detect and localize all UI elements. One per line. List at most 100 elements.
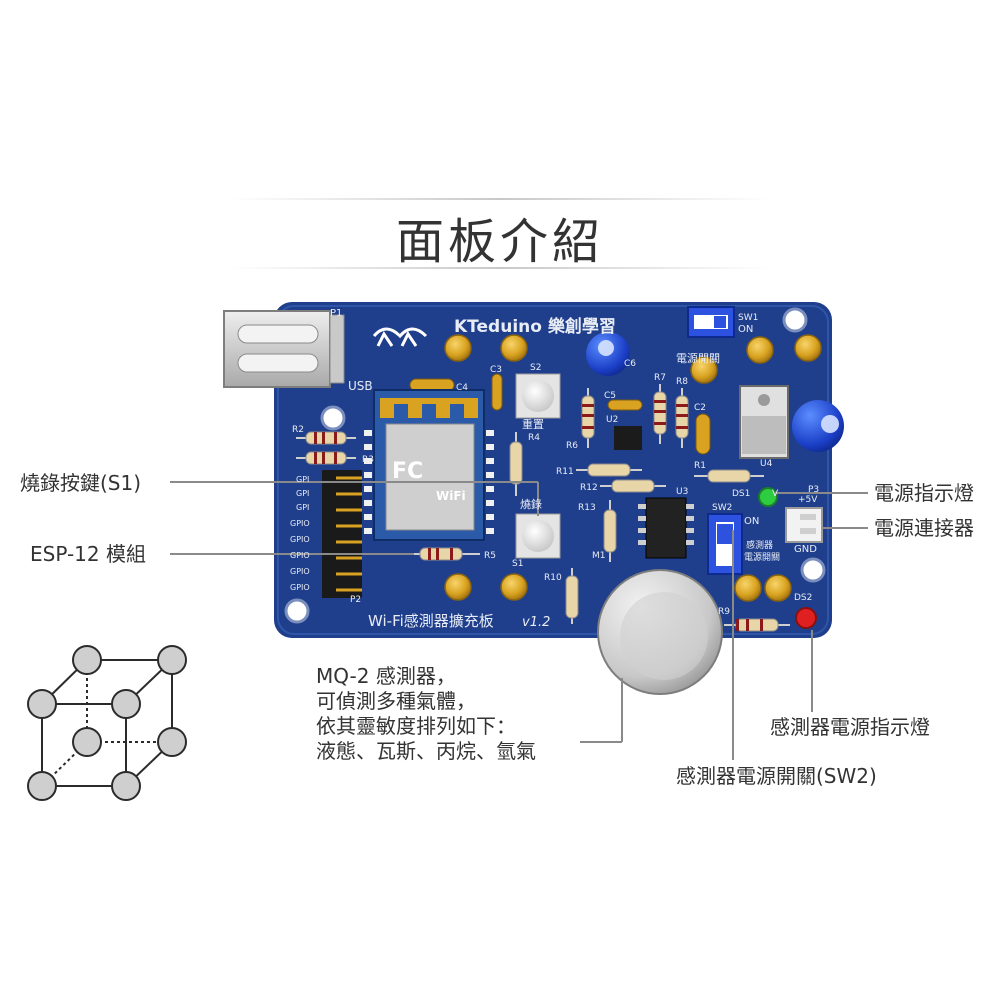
esp12-module [364,389,494,541]
resistor-r12 [600,479,666,493]
silk-gpio-5: GPIO [290,583,310,592]
power-led-ds1 [758,487,778,507]
silk-m1: M1 [592,551,606,561]
silk-r2: R2 [292,425,304,435]
callout-power-connector: 電源連接器 [874,516,974,540]
silk-v: V [772,489,779,499]
title-rule-bottom [230,267,770,269]
mq2-line-1: MQ-2 感測器， [316,664,456,688]
mq2-line-4: 液態、瓦斯、丙烷、氫氣 [316,739,536,763]
silk-p3: P3 [808,485,819,495]
silk-r5: R5 [484,551,496,561]
title-rule-top [230,198,770,200]
mq2-line-2: 可偵測多種氣體， [316,689,476,713]
silk-ds1: DS1 [732,489,750,499]
silk-power-switch: 電源開關 [676,351,720,365]
silk-p1: P1 [330,308,342,319]
silk-on: ON [738,324,753,335]
callout-burn-button: 燒錄按鍵(S1) [20,471,142,495]
silk-r11: R11 [556,467,574,477]
silk-r10: R10 [544,573,562,583]
silk-c6: C6 [624,359,636,369]
slide-switch-sw2 [707,513,743,575]
silk-r1: R1 [694,461,706,471]
mounting-holes [284,307,826,624]
resistor-r1 [694,469,764,483]
silk-r6: R6 [566,441,578,451]
leader-lines [170,481,868,760]
pin-header-p2 [322,470,362,598]
silk-brand: KTeduino 樂創學習 [454,316,616,337]
silk-r7: R7 [654,373,666,383]
mq2-line-3: 依其靈敏度排列如下： [316,714,516,738]
silk-burn: 燒錄 [520,497,542,511]
page-title: 面板介紹 [395,214,604,270]
silk-u2: U2 [606,415,618,425]
silk-r9: R9 [718,607,730,617]
logo-mark [372,327,428,347]
capacitor-c6 [586,332,630,376]
silk-gnd: GND [794,544,817,555]
resistor-r11 [576,463,642,477]
silk-sensor-power: 感測器 [746,539,773,551]
resistor-r4 [509,432,523,496]
silk-c5: C5 [604,391,616,401]
ic-u3 [638,497,694,559]
silk-s1: S1 [512,559,523,569]
callout-esp12: ESP-12 模組 [30,542,146,566]
silk-version: v1.2 [522,615,550,630]
silk-sensor-power2: 電源開關 [744,552,780,563]
silk-sw2: SW2 [712,503,732,513]
sensor-led-ds2 [795,607,817,629]
silk-r8: R8 [676,377,688,387]
esp-fc-mark: FC [392,459,423,484]
push-button-s1 [515,513,561,559]
resistor-r10 [565,568,579,624]
silk-r13: R13 [578,503,596,513]
callout-sensor-switch: 感測器電源開關(SW2) [676,764,877,788]
mq2-sensor [597,569,723,695]
silk-r3: R3 [362,455,374,465]
silk-ds2: DS2 [794,593,812,603]
capacitor-c2 [695,413,711,455]
silk-gpi-3: GPI [296,503,309,512]
silk-c4: C4 [456,383,468,393]
silk-reset: 重置 [522,417,544,431]
resistor-bands [314,400,763,631]
cube-icon [27,645,187,801]
esp-wifi-mark: WiFi [436,489,466,503]
usb-connector [223,310,345,388]
silk-usb: USB [348,379,373,393]
silk-gpi: GPI [296,475,309,484]
silk-c2: C2 [694,403,706,413]
callout-power-led: 電源指示燈 [874,481,974,505]
gold-pads [444,334,822,602]
push-button-s2 [515,373,561,419]
silk-board-name: Wi-Fi感測器擴充板 [368,612,494,630]
silk-r4: R4 [528,433,540,443]
capacitor-c5 [607,399,643,411]
silk-plus5v: +5V [798,495,818,505]
silk-c3: C3 [490,365,502,375]
silk-gpio-4: GPIO [290,567,310,576]
silk-r12: R12 [580,483,598,493]
silk-gpio-3: GPIO [290,551,310,560]
silkscreen: KTeduino 樂創學習 Wi-Fi感測器擴充板 v1.2 P1 USB C4… [290,308,819,630]
regulator-u4 [739,385,789,459]
ic-u2 [614,426,642,450]
silk-sw1: SW1 [738,313,758,323]
capacitor-c3 [491,373,503,411]
silk-gpio-2: GPIO [290,535,310,544]
silk-on2: ON [744,516,759,527]
silk-gpi-2: GPI [296,489,309,498]
silk-u3: U3 [676,487,688,497]
silk-p2: P2 [350,595,361,605]
silk-u4: U4 [760,459,773,469]
callout-mq2: MQ-2 感測器， 可偵測多種氣體， 依其靈敏度排列如下： 液態、瓦斯、丙烷、氫… [316,664,536,764]
silk-s2: S2 [530,363,541,373]
capacitor-c1 [792,400,844,452]
callout-sensor-led: 感測器電源指示燈 [770,715,930,739]
dip-switch-sw1 [687,306,735,338]
